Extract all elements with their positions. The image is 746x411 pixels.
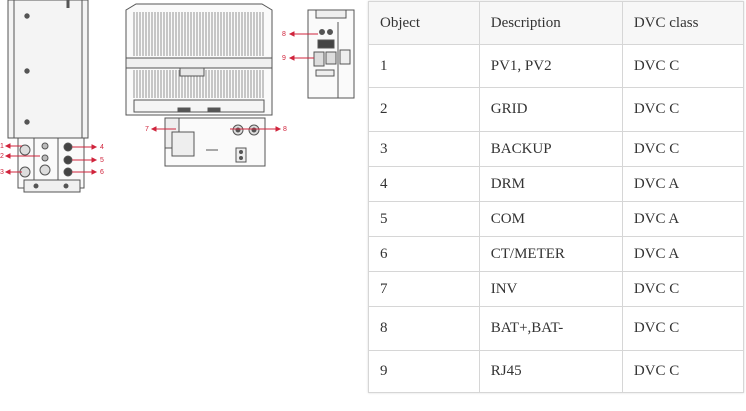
callout-label: 6 [100, 169, 104, 176]
cell-dvc-class: DVC C [621, 131, 745, 167]
mounting-bar [125, 57, 273, 69]
drm-port-icon [63, 142, 73, 152]
callout-label: 3 [0, 169, 4, 176]
cell-object: 6 [368, 236, 480, 272]
callout-label: 8 [282, 31, 286, 38]
callout-label: 8 [283, 126, 287, 133]
cell-object: 2 [368, 87, 480, 132]
ct-port-icon [63, 167, 73, 177]
callout-label: 1 [0, 143, 4, 150]
callout-arrow [288, 31, 295, 37]
battery-side-view [307, 9, 355, 99]
pv-connector-icon [19, 144, 31, 156]
cell-object: 1 [368, 44, 480, 88]
inverter-back-view [125, 3, 273, 167]
cell-description: BAT+,BAT- [478, 306, 623, 351]
inverter-body [7, 0, 89, 139]
callout-label: 7 [145, 126, 149, 133]
table-row: 1 PV1, PV2 DVC C [368, 44, 745, 88]
inverter-side-view [7, 0, 89, 193]
cell-description: COM [478, 201, 623, 237]
table-header-row: Object Description DVC class [368, 1, 745, 45]
table-row: 9 RJ45 DVC C [368, 350, 745, 393]
callout-label: 5 [100, 157, 104, 164]
cell-description: GRID [478, 87, 623, 132]
table-row: 2 GRID DVC C [368, 87, 745, 132]
header-description: Description [478, 1, 623, 45]
callout-arrow [150, 126, 157, 132]
screw-icon [24, 119, 30, 125]
rj45-port-icon [317, 39, 335, 49]
cell-dvc-class: DVC C [621, 306, 745, 351]
inv-connector-icon [171, 131, 195, 157]
cell-dvc-class: DVC C [621, 87, 745, 132]
table-row: 4 DRM DVC A [368, 166, 745, 202]
callout-arrow [91, 169, 98, 175]
cell-object: 8 [368, 306, 480, 351]
cell-object: 4 [368, 166, 480, 202]
cell-dvc-class: DVC A [621, 201, 745, 237]
cell-object: 3 [368, 131, 480, 167]
cell-dvc-class: DVC A [621, 236, 745, 272]
cell-description: INV [478, 271, 623, 307]
cell-description: PV1, PV2 [478, 44, 623, 88]
callout-arrow [288, 55, 295, 61]
cell-object: 9 [368, 350, 480, 393]
callout-label: 9 [282, 55, 286, 62]
grid-connector-icon [39, 164, 51, 176]
table-row: 6 CT/METER DVC A [368, 236, 745, 272]
cell-dvc-class: DVC A [621, 166, 745, 202]
dvc-class-table: Object Description DVC class 1 PV1, PV2 … [368, 1, 745, 393]
callout-arrow [4, 169, 11, 175]
cell-description: RJ45 [478, 350, 623, 393]
cell-dvc-class: DVC C [621, 271, 745, 307]
table-row: 8 BAT+,BAT- DVC C [368, 306, 745, 351]
com-port-icon [63, 155, 73, 165]
callout-arrow [275, 126, 282, 132]
inverter-connection-diagram: 1 2 3 4 5 6 7 8 8 [0, 0, 355, 193]
table-row: 3 BACKUP DVC C [368, 131, 745, 167]
table-row: 5 COM DVC A [368, 201, 745, 237]
cell-object: 5 [368, 201, 480, 237]
table-row: 7 INV DVC C [368, 271, 745, 307]
callout-arrow [4, 153, 11, 159]
cell-dvc-class: DVC C [621, 350, 745, 393]
cell-description: CT/METER [478, 236, 623, 272]
callout-arrow [91, 157, 98, 163]
callout-arrow [91, 144, 98, 150]
callout-label: 2 [0, 153, 4, 160]
callout-label: 4 [100, 144, 104, 151]
cell-dvc-class: DVC C [621, 44, 745, 88]
cell-description: BACKUP [478, 131, 623, 167]
screw-icon [24, 13, 30, 19]
header-dvc-class: DVC class [621, 1, 745, 45]
screw-icon [24, 68, 30, 74]
cell-object: 7 [368, 271, 480, 307]
cell-description: DRM [478, 166, 623, 202]
header-object: Object [368, 1, 480, 45]
callout-arrow [4, 143, 11, 149]
